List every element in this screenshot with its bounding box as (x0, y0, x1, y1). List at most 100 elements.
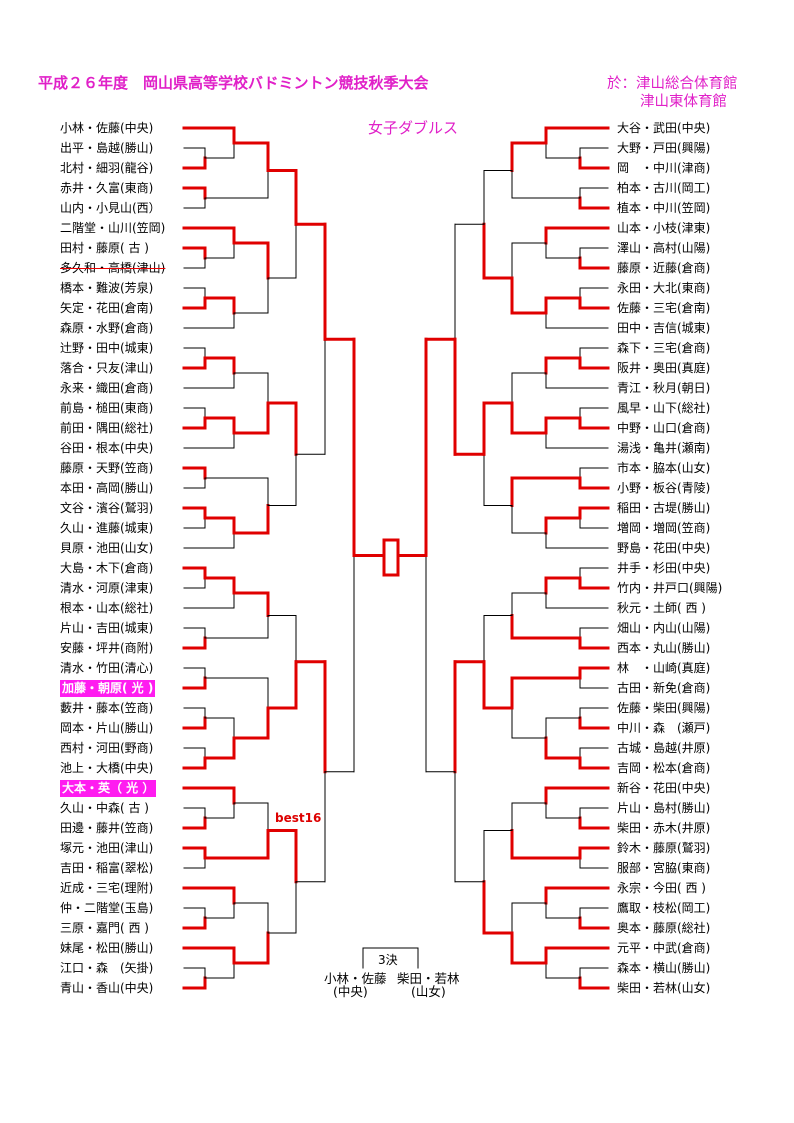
right-player-16: 中野・山口(倉商) (617, 421, 711, 435)
right-player-22: 野島・花田(中央) (617, 541, 711, 555)
right-player-21: 増岡・増岡(笠商) (617, 521, 711, 535)
right-player-19: 小野・板谷(青陵) (617, 481, 711, 495)
left-player-20: 文谷・濱谷(鷲羽) (60, 501, 154, 515)
third-place-player-2: 柴田・若林 (397, 971, 460, 986)
right-player-38: 服部・宮脇(東商) (617, 861, 711, 875)
left-player-42: 妹尾・松田(勝山) (60, 941, 154, 955)
venue-line-1: 於：津山総合体育館 (607, 76, 738, 92)
left-player-16: 前田・隅田(総社) (60, 421, 154, 435)
left-player-30: 藪井・藤本(笠商) (60, 701, 154, 715)
third-place-label: 3決 (378, 953, 398, 967)
right-player-2: 大野・戸田(興陽) (617, 141, 711, 155)
right-player-23: 井手・杉田(中央) (617, 561, 711, 575)
left-player-7: 田村・藤原( 古 ) (60, 241, 149, 255)
left-player-1: 小林・佐藤(中央) (60, 121, 154, 135)
left-player-36: 田邊・藤井(笠商) (60, 821, 154, 835)
right-player-3: 岡 ・中川(津商) (617, 161, 711, 175)
left-player-15: 前島・槌田(東商) (60, 401, 154, 415)
left-player-33: 池上・大橋(中央) (60, 761, 154, 775)
right-player-5: 植本・中川(笠岡) (617, 201, 711, 215)
right-player-8: 藤原・近藤(倉商) (617, 261, 711, 275)
right-player-4: 柏本・古川(岡工) (617, 181, 711, 195)
left-player-24: 清水・河原(津東) (60, 581, 154, 595)
right-player-35: 片山・島村(勝山) (617, 801, 711, 815)
right-player-7: 澤山・高村(山陽) (617, 241, 711, 255)
right-player-24: 竹内・井戸口(興陽) (617, 581, 723, 595)
right-player-10: 佐藤・三宅(倉南) (617, 301, 711, 315)
right-player-15: 風早・山下(総社) (617, 401, 711, 415)
right-player-40: 鷹取・枝松(岡工) (617, 901, 711, 915)
right-player-18: 市本・脇本(山女) (617, 461, 711, 475)
venue-line-2: 津山東体育館 (640, 94, 727, 110)
right-player-29: 古田・新免(倉商) (617, 681, 711, 695)
right-player-32: 古城・島越(井原) (617, 741, 711, 755)
left-player-27: 安藤・坪井(商附) (60, 641, 154, 655)
left-player-31: 岡本・片山(勝山) (60, 721, 154, 735)
left-player-3: 北村・細羽(龍谷) (60, 161, 154, 175)
right-player-27: 西本・丸山(勝山) (617, 641, 711, 655)
right-player-41: 奥本・藤原(総社) (617, 921, 711, 935)
right-player-36: 柴田・赤木(井原) (617, 821, 711, 835)
left-player-6: 二階堂・山川(笠岡) (60, 221, 166, 235)
right-player-37: 鈴木・藤原(鷲羽) (617, 841, 711, 855)
right-player-11: 田中・吉信(城東) (617, 321, 711, 335)
left-player-23: 大島・木下(倉商) (60, 561, 154, 575)
right-player-25: 秋元・土師( 西 ) (617, 601, 706, 615)
left-player-28: 清水・竹田(清心) (60, 661, 154, 675)
tournament-title: 平成２６年度 岡山県高等学校バドミントン競技秋季大会 (38, 74, 429, 92)
right-player-34: 新谷・花田(中央) (617, 781, 711, 795)
left-player-41: 三原・嘉門( 西 ) (60, 921, 149, 935)
left-player-34: 大本・英（ 光 ） (60, 780, 157, 797)
right-player-17: 湯浅・亀井(瀬南) (617, 441, 711, 455)
right-player-33: 吉岡・松本(倉商) (617, 761, 711, 775)
right-player-9: 永田・大北(東商) (617, 281, 711, 295)
left-player-21: 久山・進藤(城東) (60, 521, 154, 535)
left-player-25: 根本・山本(総社) (60, 601, 154, 615)
right-player-12: 森下・三宅(倉商) (617, 341, 711, 355)
event-title: 女子ダブルス (368, 119, 459, 137)
left-player-19: 本田・高岡(勝山) (60, 481, 154, 495)
left-player-4: 赤井・久富(東商) (60, 181, 154, 195)
left-player-17: 谷田・根本(中央) (60, 441, 154, 455)
right-player-20: 稲田・古堤(勝山) (617, 501, 711, 515)
left-player-10: 矢定・花田(倉南) (60, 301, 154, 315)
third-place-school-1: (中央) (333, 984, 368, 999)
left-player-8: 多久和・高橋(津山) (60, 261, 166, 275)
best16-label: best16 (275, 811, 322, 825)
left-player-39: 近成・三宅(理附) (60, 881, 154, 895)
left-player-9: 橋本・難波(芳泉) (60, 281, 154, 295)
right-player-14: 青江・秋月(朝日) (617, 381, 711, 395)
left-player-5: 山内・小見山(西） (60, 201, 161, 215)
right-player-31: 中川・森 (瀬戸) (617, 721, 711, 735)
left-player-37: 塚元・池田(津山) (60, 841, 154, 855)
left-player-35: 久山・中森( 古 ) (60, 801, 149, 815)
left-player-32: 西村・河田(野商) (60, 741, 154, 755)
right-player-6: 山本・小枝(津東) (617, 221, 711, 235)
right-player-1: 大谷・武田(中央) (617, 121, 711, 135)
left-player-2: 出平・島越(勝山) (60, 141, 154, 155)
left-player-12: 辻野・田中(城東) (60, 341, 154, 355)
left-player-29: 加藤・朝原( 光 ) (60, 680, 156, 697)
left-player-38: 吉田・稲富(翠松) (60, 861, 154, 875)
right-player-26: 畑山・内山(山陽) (617, 621, 711, 635)
third-place-school-2: (山女) (411, 984, 446, 999)
left-player-43: 江口・森 (矢掛) (60, 961, 154, 975)
third-place-player-1: 小林・佐藤 (324, 971, 387, 986)
right-player-13: 阪井・奥田(真庭) (617, 361, 711, 375)
right-player-28: 林 ・山崎(真庭) (617, 661, 711, 675)
left-player-18: 藤原・天野(笠商) (60, 461, 154, 475)
left-player-14: 永来・織田(倉商) (60, 381, 154, 395)
left-player-26: 片山・吉田(城東) (60, 621, 154, 635)
right-player-30: 佐藤・柴田(興陽) (617, 701, 711, 715)
right-player-42: 元平・中武(倉商) (617, 941, 711, 955)
left-player-40: 仲・二階堂(玉島) (60, 901, 154, 915)
left-player-13: 落合・只友(津山) (60, 361, 154, 375)
left-player-22: 貝原・池田(山女) (60, 541, 154, 555)
right-player-39: 永宗・今田( 西 ) (617, 881, 706, 895)
left-player-11: 森原・水野(倉商) (60, 321, 154, 335)
left-player-44: 青山・香山(中央) (60, 981, 154, 995)
right-player-43: 森本・横山(勝山) (617, 961, 711, 975)
right-player-44: 柴田・若林(山女) (617, 981, 711, 995)
